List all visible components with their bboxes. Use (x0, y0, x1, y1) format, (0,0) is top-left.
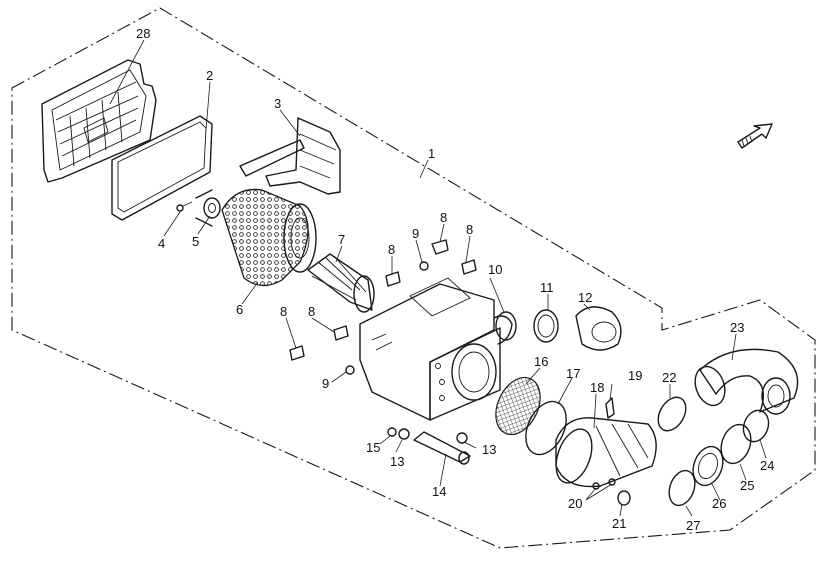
callout-12: 12 (578, 290, 592, 305)
callout-27: 27 (686, 518, 700, 533)
callout-8-d: 8 (280, 304, 287, 319)
part-25-clamp (720, 423, 752, 465)
callout-9-a: 9 (412, 226, 419, 241)
callout-16: 16 (534, 354, 548, 369)
callout-7: 7 (338, 232, 345, 247)
callout-6: 6 (236, 302, 243, 317)
callout-5: 5 (192, 234, 199, 249)
part-15-fitting (387, 427, 397, 437)
callout-1: 1 (428, 146, 435, 161)
callout-8-c: 8 (466, 222, 473, 237)
part-7-filter-cage (307, 253, 375, 313)
callout-22: 22 (662, 370, 676, 385)
callout-18: 18 (590, 380, 604, 395)
part-3-bracket (239, 117, 341, 195)
part-21-fitting (617, 490, 631, 506)
part-11-clamp (533, 309, 559, 343)
assembly-boundary (11, 7, 816, 549)
part-23-elbow-boot (694, 348, 799, 415)
callout-20: 20 (568, 496, 582, 511)
part-9-bolts (345, 261, 429, 375)
part-10-seal (495, 311, 517, 341)
part-17-clamp-ring (525, 400, 567, 456)
callout-21: 21 (612, 516, 626, 531)
part-12-intake-boot (575, 306, 622, 351)
part-8-clip-lower (289, 325, 349, 361)
callout-14: 14 (432, 484, 446, 499)
part-13-drain-plugs (398, 428, 468, 444)
callout-4: 4 (158, 236, 165, 251)
part-1-airbox-housing (359, 277, 513, 421)
part-14-drain-hose (413, 431, 471, 465)
callout-26: 26 (712, 496, 726, 511)
part-18-intake-duct (555, 417, 657, 488)
part-16-mesh-screen (495, 376, 541, 436)
part-2-gasket (111, 115, 213, 221)
callout-10: 10 (488, 262, 502, 277)
callout-23: 23 (730, 320, 744, 335)
callout-9-b: 9 (322, 376, 329, 391)
callout-19: 19 (628, 368, 642, 383)
callout-25: 25 (740, 478, 754, 493)
callout-11: 11 (540, 280, 554, 295)
front-direction-arrow-icon (737, 123, 773, 149)
leader-lines (109, 39, 767, 517)
part-4-screw (176, 201, 193, 212)
callout-8-e: 8 (308, 304, 315, 319)
callout-17: 17 (566, 366, 580, 381)
callout-15: 15 (366, 440, 380, 455)
callout-13-b: 13 (482, 442, 496, 457)
part-22-clamp (657, 396, 687, 432)
callout-13-a: 13 (390, 454, 404, 469)
part-26-sleeve (692, 445, 724, 487)
part-28-airbox-lid (41, 59, 157, 183)
callout-24: 24 (760, 458, 774, 473)
part-5-washer (195, 189, 221, 227)
part-27-clamp (668, 469, 696, 507)
part-20-screws (592, 478, 616, 490)
callout-8-b: 8 (440, 210, 447, 225)
callout-2: 2 (206, 68, 213, 83)
callout-8-a: 8 (388, 242, 395, 257)
part-19-sensor (605, 397, 615, 419)
callout-28: 28 (136, 26, 150, 41)
callout-3: 3 (274, 96, 281, 111)
part-6-filter-element (221, 188, 317, 287)
part-8-clip-upper (385, 239, 477, 287)
